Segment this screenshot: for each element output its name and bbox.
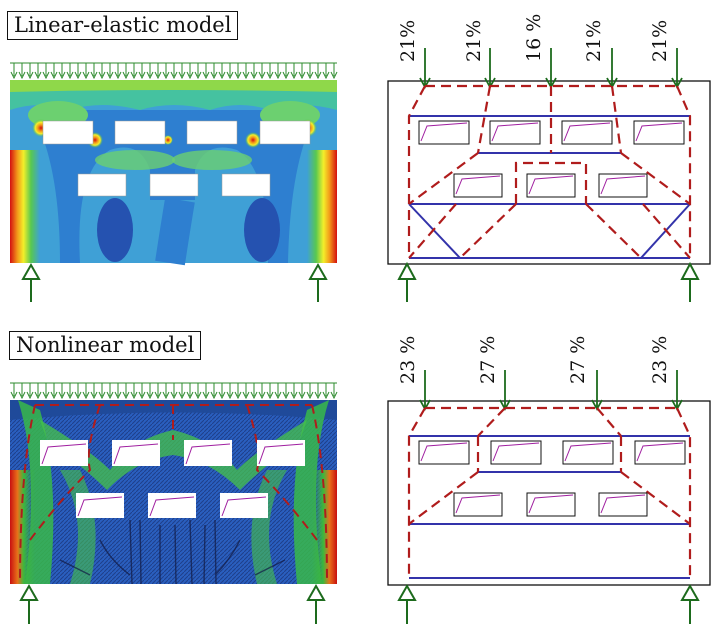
load-share-label: 21%: [649, 20, 671, 62]
crack-pattern: [59, 519, 286, 585]
opening-with-curve: [418, 120, 685, 198]
load-share-label: 27 %: [567, 336, 589, 384]
opening: [259, 120, 311, 145]
load-share-label: 27 %: [477, 336, 499, 384]
opening: [149, 173, 199, 197]
opening: [186, 120, 238, 145]
strut-members: [407, 84, 692, 259]
load-share-label: 21%: [397, 20, 419, 62]
load-share-label: 21%: [583, 20, 605, 62]
nonlinear-contour-plot: [10, 382, 338, 624]
opening: [77, 173, 127, 197]
support-arrows: [397, 261, 700, 302]
support-arrow-left: [21, 262, 41, 302]
load-share-label: 21%: [463, 20, 485, 62]
opening: [221, 173, 271, 197]
support-arrow-right: [308, 262, 328, 302]
tie-members: [409, 435, 690, 579]
load-share-label: 23 %: [649, 336, 671, 384]
support-arrows: [397, 583, 700, 624]
load-share-label: 16 %: [523, 14, 545, 62]
strut-overlay: [19, 404, 328, 585]
load-share-label: 23 %: [397, 336, 419, 384]
distributed-load-top: [10, 382, 338, 400]
support-arrows: [19, 583, 326, 624]
nonlinear-model-title: Nonlinear model: [9, 331, 202, 360]
linear-contour-plot: [10, 62, 338, 302]
opening-with-curve: [418, 440, 686, 517]
opening: [114, 120, 166, 145]
opening: [42, 120, 94, 145]
opening-with-curve: [40, 440, 305, 518]
strut-members: [407, 406, 692, 578]
nonlinear-strut-tie-model: 23 % 27 % 27 % 23 %: [387, 336, 711, 624]
linear-model-title: Linear-elastic model: [7, 11, 239, 40]
linear-strut-tie-model: 21% 21% 16 % 21% 21%: [387, 14, 711, 302]
distributed-load-top: [10, 62, 338, 80]
